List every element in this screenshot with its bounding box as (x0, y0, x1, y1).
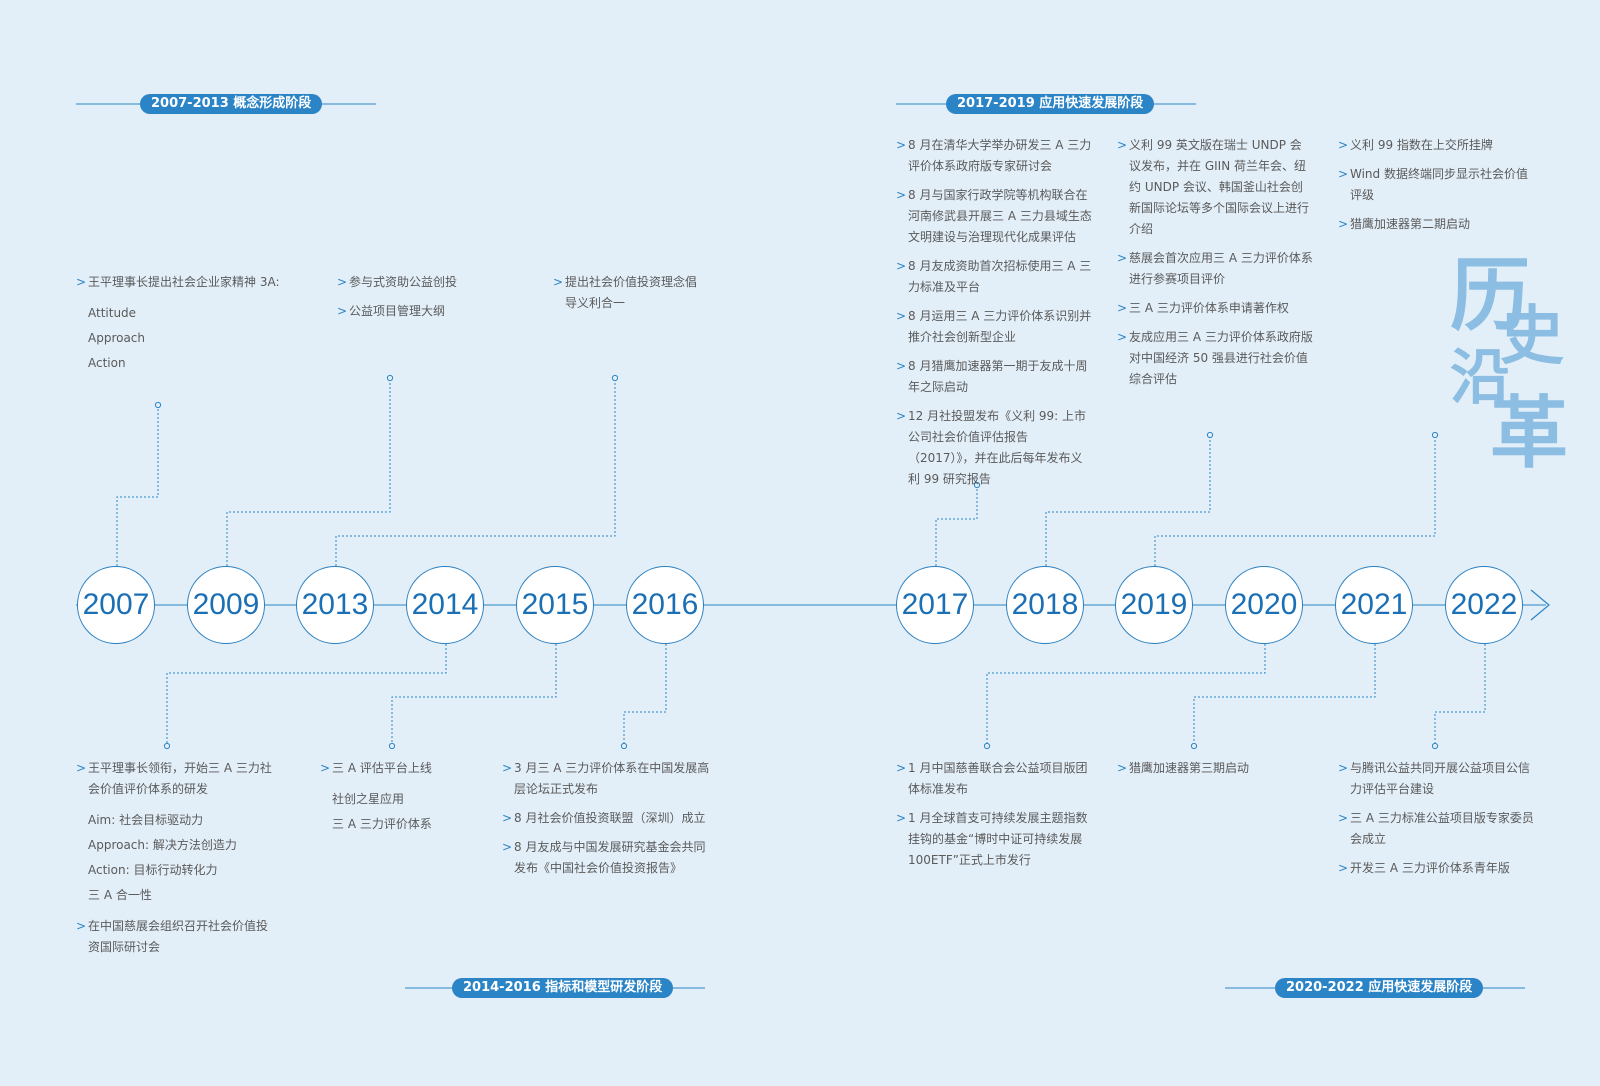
event-sub-item: Aim: 社会目标驱动力 (88, 813, 204, 827)
connector-2007 (116, 405, 159, 566)
event-item: 8 月友成资助首次招标使用三 A 三力标准及平台 (896, 256, 1092, 298)
events-2013: 提出社会价值投资理念倡导义利合一 (553, 272, 703, 322)
year-node-2020: 2020 (1225, 566, 1303, 644)
connector-2014 (166, 644, 447, 746)
year-node-2021: 2021 (1335, 566, 1413, 644)
connector-dot-2016 (620, 742, 628, 750)
title-glyph-ge: 革 (1490, 388, 1569, 479)
events-2016: 3 月三 A 三力评价体系在中国发展高层论坛正式发布 8 月社会价值投资联盟（深… (502, 758, 710, 887)
event-sub-item: 三 A 三力评价体系 (332, 817, 432, 831)
event-item: Wind 数据终端同步显示社会价值评级 (1338, 164, 1538, 206)
connector-dot-2014 (163, 742, 171, 750)
event-sub-item: Attitude (88, 306, 137, 320)
event-item: 1 月全球首支可持续发展主题指数挂钩的基金“博时中证可持续发展 100ETF”正… (896, 808, 1092, 871)
connector-dot-2020 (983, 742, 991, 750)
event-sub-item: 三 A 合一性 (88, 888, 152, 902)
event-item: 12 月社投盟发布《义利 99: 上市公司社会价值评估报告（2017）》，并在此… (896, 406, 1092, 490)
connector-dot-2013 (611, 374, 619, 382)
event-item: 三 A 评估平台上线 (320, 758, 460, 779)
event-sub-item: 社创之星应用 (332, 792, 405, 806)
connector-2019 (1154, 435, 1436, 566)
event-item: 王平理事长领衔，开始三 A 三力社会价值评价体系的研发 (76, 758, 274, 800)
year-node-2014: 2014 (406, 566, 484, 644)
connector-dot-2009 (386, 374, 394, 382)
event-item: 公益项目管理大纲 (337, 301, 487, 322)
event-item: 1 月中国慈善联合会公益项目版团体标准发布 (896, 758, 1092, 800)
event-sub-item: Approach (88, 331, 146, 345)
year-node-2009: 2009 (187, 566, 265, 644)
event-item: 猎鹰加速器第三期启动 (1117, 758, 1313, 779)
event-item: 慈展会首次应用三 A 三力评价体系进行参赛项目评价 (1117, 248, 1313, 290)
event-item: 猎鹰加速器第二期启动 (1338, 214, 1538, 235)
year-node-2018: 2018 (1006, 566, 1084, 644)
title-glyph-shi: 史 (1500, 299, 1564, 374)
connector-2021 (1193, 644, 1376, 746)
event-sub-item: Action (88, 356, 126, 370)
connector-2015 (391, 644, 557, 746)
event-item: 8 月猎鹰加速器第一期于友成十周年之际启动 (896, 356, 1092, 398)
connector-2016 (623, 644, 667, 746)
connector-2009 (226, 378, 391, 566)
connector-2013 (335, 378, 616, 566)
event-item: 义利 99 指数在上交所挂牌 (1338, 135, 1538, 156)
connector-dot-2022 (1431, 742, 1439, 750)
title-glyph-yan: 沿 (1450, 343, 1510, 413)
connector-dot-2018 (1206, 431, 1214, 439)
event-item: 在中国慈展会组织召开社会价值投资国际研讨会 (76, 916, 274, 958)
year-node-2007: 2007 (77, 566, 155, 644)
event-item: 8 月友成与中国发展研究基金会共同发布《中国社会价值投资报告》 (502, 837, 710, 879)
events-2018: 义利 99 英文版在瑞士 UNDP 会议发布，并在 GIIN 荷兰年会、纽约 U… (1117, 135, 1313, 398)
year-node-2019: 2019 (1115, 566, 1193, 644)
phase-badge-2007-2013: 2007-2013 概念形成阶段 (140, 94, 323, 114)
connector-dot-2007 (154, 401, 162, 409)
events-2021: 猎鹰加速器第三期启动 (1117, 758, 1313, 787)
event-item: 三 A 三力评价体系申请著作权 (1117, 298, 1313, 319)
event-item: 8 月与国家行政学院等机构联合在河南修武县开展三 A 三力县域生态文明建设与治理… (896, 185, 1092, 248)
year-node-2017: 2017 (896, 566, 974, 644)
connector-dot-2019 (1431, 431, 1439, 439)
event-item: 与腾讯公益共同开展公益项目公信力评估平台建设 (1338, 758, 1538, 800)
events-2017: 8 月在清华大学举办研发三 A 三力评价体系政府版专家研讨会 8 月与国家行政学… (896, 135, 1092, 498)
year-node-2015: 2015 (516, 566, 594, 644)
axis-arrow-icon (1530, 589, 1550, 621)
event-sub-item: Action: 目标行动转化力 (88, 863, 218, 877)
phase-badge-2020-2022: 2020-2022 应用快速发展阶段 (1275, 978, 1484, 998)
phase-badge-2014-2016: 2014-2016 指标和模型研发阶段 (452, 978, 674, 998)
event-item: 友成应用三 A 三力评价体系政府版对中国经济 50 强县进行社会价值综合评估 (1117, 327, 1313, 390)
events-2019: 义利 99 指数在上交所挂牌 Wind 数据终端同步显示社会价值评级 猎鹰加速器… (1338, 135, 1538, 243)
event-item: 3 月三 A 三力评价体系在中国发展高层论坛正式发布 (502, 758, 710, 800)
event-item: 三 A 三力标准公益项目版专家委员会成立 (1338, 808, 1538, 850)
year-node-2022: 2022 (1445, 566, 1523, 644)
events-2014: 王平理事长领衔，开始三 A 三力社会价值评价体系的研发 Aim: 社会目标驱动力… (76, 758, 274, 966)
event-item: 8 月社会价值投资联盟（深圳）成立 (502, 808, 710, 829)
event-item: 参与式资助公益创投 (337, 272, 487, 293)
year-node-2016: 2016 (626, 566, 704, 644)
events-2022: 与腾讯公益共同开展公益项目公信力评估平台建设 三 A 三力标准公益项目版专家委员… (1338, 758, 1538, 887)
connector-2017 (935, 485, 978, 566)
title-glyph-li: 历 (1450, 248, 1530, 342)
event-item: 提出社会价值投资理念倡导义利合一 (553, 272, 703, 314)
connector-2022 (1434, 644, 1486, 746)
year-node-2013: 2013 (296, 566, 374, 644)
events-2007: 王平理事长提出社会企业家精神 3A: Attitude Approach Act… (76, 272, 286, 376)
event-item: 开发三 A 三力评价体系青年版 (1338, 858, 1538, 879)
event-item: 8 月在清华大学举办研发三 A 三力评价体系政府版专家研讨会 (896, 135, 1092, 177)
connector-dot-2015 (388, 742, 396, 750)
events-2009: 参与式资助公益创投 公益项目管理大纲 (337, 272, 487, 330)
connector-2020 (986, 644, 1266, 746)
phase-badge-2017-2019: 2017-2019 应用快速发展阶段 (946, 94, 1155, 114)
connector-dot-2021 (1190, 742, 1198, 750)
events-2020: 1 月中国慈善联合会公益项目版团体标准发布 1 月全球首支可持续发展主题指数挂钩… (896, 758, 1092, 879)
event-sub-item: Approach: 解决方法创造力 (88, 838, 237, 852)
events-2015: 三 A 评估平台上线 社创之星应用 三 A 三力评价体系 (320, 758, 460, 837)
event-item: 8 月运用三 A 三力评价体系识别并推介社会创新型企业 (896, 306, 1092, 348)
connector-2018 (1045, 435, 1211, 566)
event-item: 义利 99 英文版在瑞士 UNDP 会议发布，并在 GIIN 荷兰年会、纽约 U… (1117, 135, 1313, 240)
event-item: 王平理事长提出社会企业家精神 3A: (76, 272, 286, 293)
